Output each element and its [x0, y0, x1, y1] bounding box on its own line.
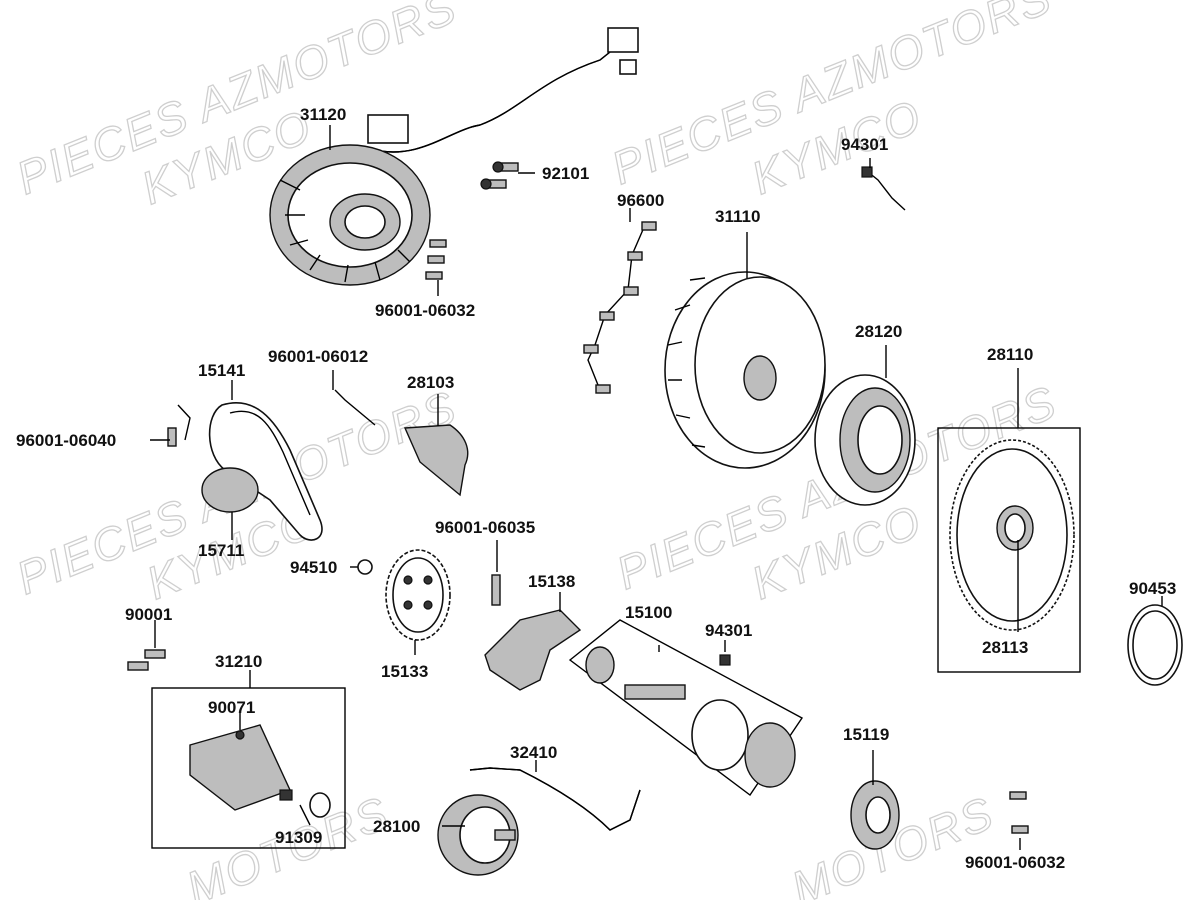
part-28120-starter-clutch	[814, 374, 916, 506]
part-96001-06032-bolts	[1009, 791, 1029, 834]
part-96001-06040-bolts	[167, 404, 191, 447]
part-28100-gear	[437, 794, 519, 876]
part-94510-clip	[357, 559, 373, 575]
label-15100: 15100	[625, 603, 672, 622]
part-94301-clip	[719, 654, 731, 666]
label-92101: 92101	[542, 164, 589, 183]
label-94301: 94301	[841, 135, 888, 154]
label-91309: 91309	[275, 828, 322, 847]
label-32410: 32410	[510, 743, 557, 762]
part-28103-tensioner	[403, 424, 469, 497]
part-96600-bolts	[583, 221, 657, 394]
label-15119: 15119	[843, 725, 889, 744]
label-90071: 90071	[208, 698, 255, 717]
label-96600: 96600	[617, 191, 664, 210]
label-90001: 90001	[125, 605, 172, 624]
label-94301: 94301	[705, 621, 752, 640]
part-90001-bolts	[127, 649, 166, 671]
label-96001-06012: 96001-06012	[268, 347, 368, 366]
part-15133-sprocket	[385, 549, 451, 641]
label-96001-06035: 96001-06035	[435, 518, 535, 537]
label-15138: 15138	[528, 572, 575, 591]
part-94301-clip	[867, 171, 906, 211]
label-96001-06032: 96001-06032	[375, 301, 475, 320]
part-96001-06035-bolt	[491, 574, 501, 606]
label-90453: 90453	[1129, 579, 1176, 598]
label-94510: 94510	[290, 558, 337, 577]
label-31110: 31110	[715, 207, 760, 226]
leader-line	[299, 804, 311, 826]
label-96001-06032: 96001-06032	[965, 853, 1065, 872]
part-96001-06012-bolt	[334, 389, 376, 426]
label-31210: 31210	[215, 652, 262, 671]
label-28103: 28103	[407, 373, 454, 392]
label-15711: 15711	[198, 541, 244, 560]
label-15133: 15133	[381, 662, 428, 681]
label-31120: 31120	[300, 105, 346, 124]
part-15100-oil-pump	[568, 619, 804, 797]
label-28113: 28113	[982, 638, 1028, 657]
part-15138-bracket	[484, 609, 582, 691]
part-31110-flywheel	[664, 271, 826, 469]
label-15141: 15141	[198, 361, 245, 380]
part-28110-gear	[937, 427, 1081, 673]
part-15119-plate	[850, 780, 900, 850]
label-28110: 28110	[987, 345, 1033, 364]
part-96001-06032-bolts	[425, 239, 447, 280]
label-28100: 28100	[373, 817, 420, 836]
part-92101-bolts	[480, 161, 519, 190]
part-15141-chain	[201, 402, 323, 541]
part-31120-stator	[269, 27, 639, 286]
part-31210-starter-motor	[151, 687, 346, 849]
label-96001-06040: 96001-06040	[16, 431, 116, 450]
label-28120: 28120	[855, 322, 902, 341]
